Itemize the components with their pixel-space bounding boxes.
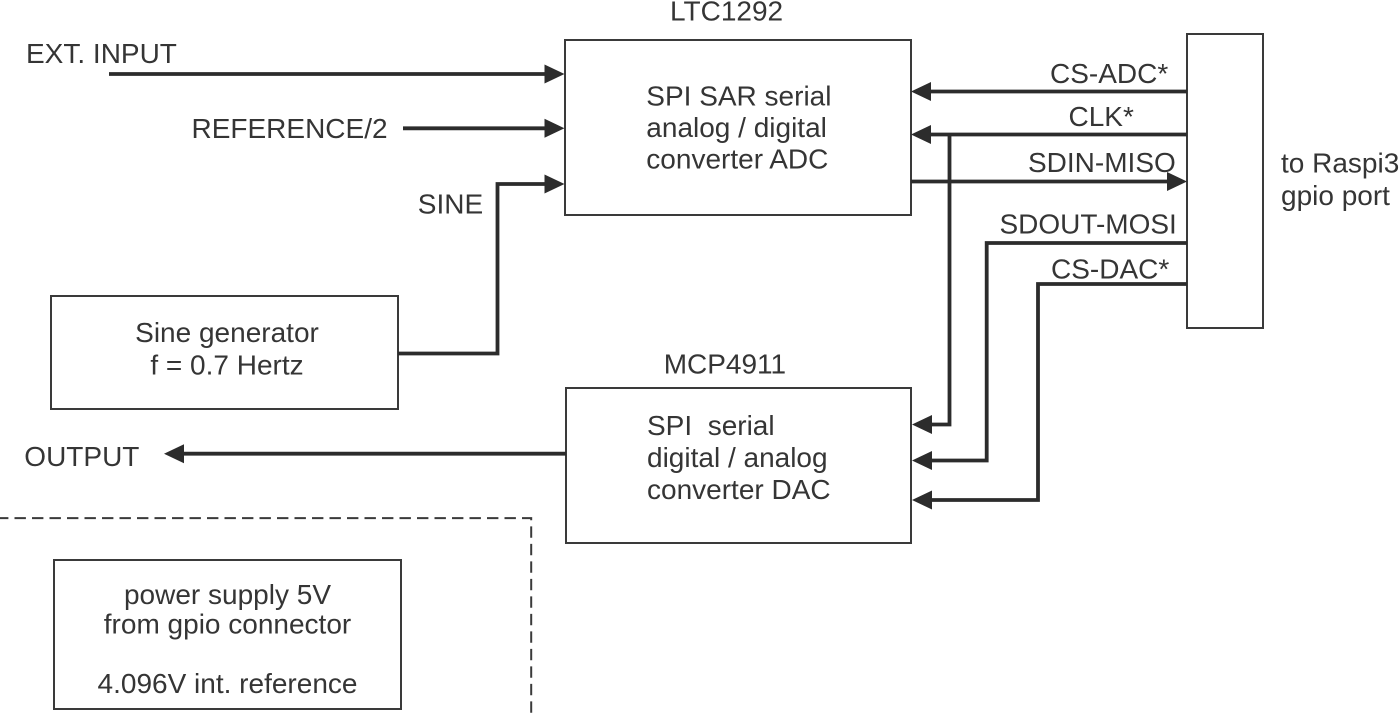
svg-text:SPI serial: SPI serial: [647, 410, 775, 441]
svg-text:REFERENCE/2: REFERENCE/2: [192, 113, 388, 144]
svg-text:CS-DAC*: CS-DAC*: [1051, 253, 1169, 284]
svg-text:Sine generator: Sine generator: [135, 317, 319, 348]
svg-text:SDOUT-MOSI: SDOUT-MOSI: [1000, 209, 1177, 240]
svg-text:EXT. INPUT: EXT. INPUT: [26, 38, 177, 69]
svg-text:gpio port: gpio port: [1281, 180, 1390, 211]
svg-text:from gpio connector: from gpio connector: [104, 609, 351, 640]
svg-text:power supply 5V: power supply 5V: [124, 579, 331, 610]
svg-text:f = 0.7 Hertz: f = 0.7 Hertz: [150, 350, 303, 381]
svg-text:analog / digital: analog / digital: [646, 112, 827, 143]
svg-text:converter ADC: converter ADC: [646, 144, 828, 175]
svg-text:digital / analog: digital / analog: [647, 442, 828, 473]
svg-text:SPI SAR serial: SPI SAR serial: [646, 80, 831, 111]
svg-text:SINE: SINE: [418, 189, 483, 220]
svg-text:converter DAC: converter DAC: [647, 474, 831, 505]
svg-text:4.096V int. reference: 4.096V int. reference: [98, 668, 358, 699]
svg-text:OUTPUT: OUTPUT: [24, 441, 139, 472]
svg-text:to Raspi3: to Raspi3: [1281, 148, 1399, 179]
svg-text:SDIN-MISO: SDIN-MISO: [1028, 147, 1176, 178]
svg-text:MCP4911: MCP4911: [664, 349, 786, 380]
svg-text:CLK*: CLK*: [1069, 101, 1134, 132]
svg-text:CS-ADC*: CS-ADC*: [1050, 58, 1168, 89]
svg-text:LTC1292: LTC1292: [670, 0, 783, 27]
